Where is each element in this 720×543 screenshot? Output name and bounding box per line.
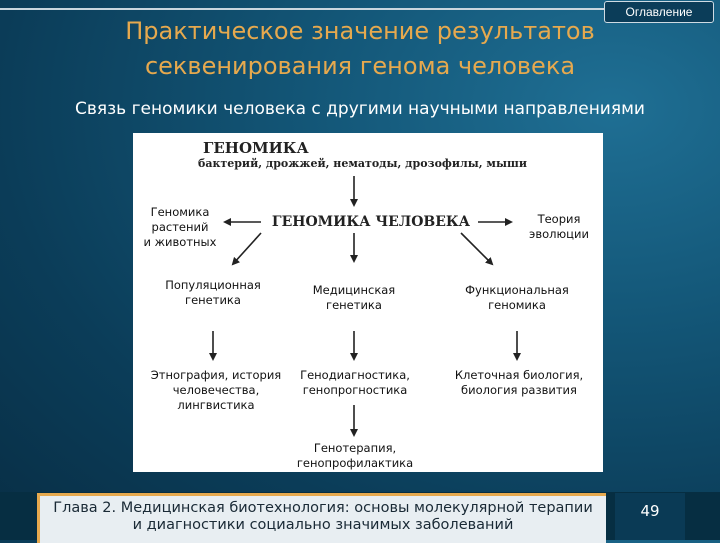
table-of-contents-button[interactable]: Оглавление (604, 1, 714, 23)
node-line: растений (151, 220, 209, 234)
node-line: генетика (185, 293, 241, 307)
node-evolution-theory: Теория эволюции (517, 212, 601, 242)
slide-title-line-2: секвенирования генома человека (144, 52, 576, 80)
node-human-genomics: ГЕНОМИКА ЧЕЛОВЕКА (271, 214, 471, 230)
footer-chapter-text: Глава 2. Медицинская биотехнология: осно… (40, 500, 606, 534)
node-line: Генотерапия, (313, 441, 397, 455)
footer-line-2: и диагностики социально значимых заболев… (132, 517, 514, 533)
node-line: эволюции (529, 227, 589, 241)
node-line: генетика (326, 298, 382, 312)
node-line: биология развития (461, 383, 577, 397)
arrow-to-population (231, 232, 262, 266)
page-number: 49 (615, 493, 685, 540)
node-population-genetics: Популяционная генетика (153, 278, 273, 308)
arrow-to-functional (460, 232, 494, 266)
node-medical-genetics: Медицинская генетика (304, 283, 404, 313)
slide-title: Практическое значение результатов секвен… (60, 14, 660, 84)
node-line: лингвистика (177, 398, 255, 412)
node-line: Генодиагностика, (300, 368, 410, 382)
footer-chapter-box (37, 493, 606, 543)
node-line: человечества, (172, 383, 260, 397)
node-line: Геномика (150, 205, 210, 219)
node-line: Клеточная биология, (454, 368, 584, 382)
node-genomics-title: ГЕНОМИКА (203, 139, 309, 157)
node-line: геномика (488, 298, 546, 312)
top-divider-line (0, 8, 604, 10)
node-plant-animal-genomics: Геномика растений и животных (137, 205, 223, 250)
node-line: Популяционная (165, 278, 261, 292)
slide-title-line-1: Практическое значение результатов (125, 17, 595, 45)
node-gene-therapy: Генотерапия, генопрофилактика (293, 441, 417, 471)
node-cell-biology: Клеточная биология, биология развития (447, 368, 591, 398)
footer-line-1: Глава 2. Медицинская биотехнология: осно… (53, 500, 593, 516)
node-genodiagnostics: Генодиагностика, генопрогностика (293, 368, 417, 398)
node-line: Этнография, история (150, 368, 282, 382)
node-line: генопрогностика (302, 383, 408, 397)
node-genomics-organisms: бактерий, дрожжей, нематоды, дрозофилы, … (198, 157, 527, 170)
diagram-arrows (209, 176, 521, 437)
node-line: Функциональная (465, 283, 569, 297)
node-line: генопрофилактика (296, 456, 414, 470)
slide-subtitle: Связь геномики человека с другими научны… (75, 99, 645, 119)
node-ethnography-history: Этнография, история человечества, лингви… (141, 368, 291, 413)
node-line: и животных (143, 235, 217, 249)
node-line: Медицинская (312, 283, 396, 297)
genomics-relations-diagram: ГЕНОМИКА бактерий, дрожжей, нематоды, др… (133, 133, 603, 472)
node-line: Теория (537, 212, 581, 226)
node-functional-genomics: Функциональная геномика (447, 283, 587, 313)
